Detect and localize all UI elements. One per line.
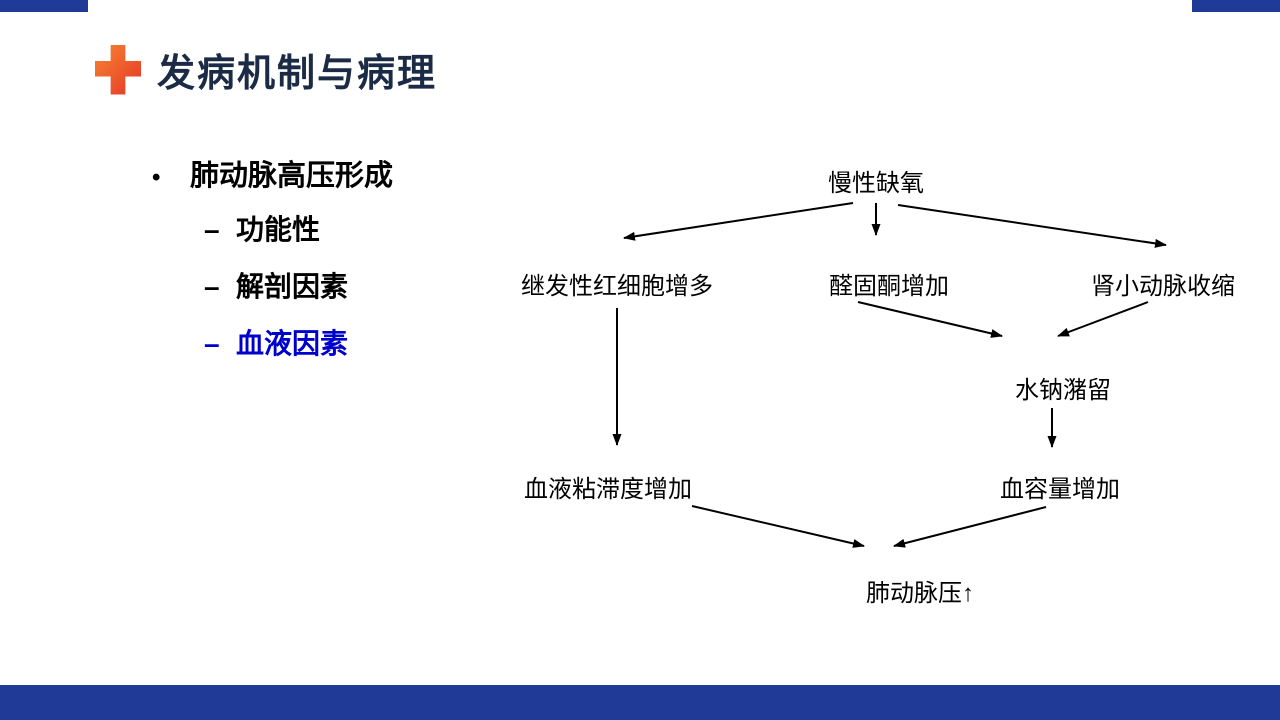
- arrow-hypoxia-to-renal: [897, 204, 1167, 248]
- bullet-text: 功能性: [236, 214, 321, 245]
- bullet-text: 血液因素: [236, 328, 349, 359]
- bullet-marker: •: [152, 164, 161, 191]
- bullet-list: • 肺动脉高压形成 – 功能性 – 解剖因素 – 血液因素: [152, 152, 492, 379]
- bullet-text: 解剖因素: [236, 271, 349, 302]
- arrow-viscosity-to-pa-pressure: [691, 505, 865, 548]
- node-water-sodium-retention: 水钠潴留: [1015, 377, 1111, 404]
- arrow-hypoxia-to-erythrocytosis: [623, 202, 854, 241]
- dash-marker: –: [204, 214, 220, 245]
- bullet-item-anatomical: – 解剖因素: [204, 265, 492, 305]
- arrow-renal-to-water-sodium: [1057, 301, 1149, 337]
- arrow-volume-to-pa-pressure: [893, 506, 1047, 548]
- node-chronic-hypoxia: 慢性缺氧: [828, 170, 924, 197]
- bullet-item-functional: – 功能性: [204, 208, 492, 248]
- slide-title: 发病机制与病理: [157, 53, 438, 95]
- bullet-item-blood-factor: – 血液因素: [204, 322, 492, 362]
- node-erythrocytosis: 继发性红细胞增多: [521, 273, 713, 300]
- node-blood-viscosity: 血液粘滞度增加: [524, 476, 692, 503]
- node-pulmonary-artery-pressure: 肺动脉压↑: [866, 580, 974, 607]
- bullet-item-pulmonary-hypertension: • 肺动脉高压形成: [152, 152, 492, 194]
- top-right-accent-bar: [1192, 0, 1280, 12]
- node-renal-constriction: 肾小动脉收缩: [1091, 273, 1235, 300]
- top-left-accent-bar: [0, 0, 88, 12]
- arrow-aldosterone-to-water-sodium: [857, 301, 1003, 338]
- bullet-text: 肺动脉高压形成: [190, 160, 394, 192]
- dash-marker: –: [204, 271, 220, 302]
- bottom-accent-bar: [0, 685, 1280, 720]
- node-blood-volume: 血容量增加: [1000, 476, 1120, 503]
- dash-marker: –: [204, 328, 220, 359]
- node-aldosterone: 醛固酮增加: [829, 273, 949, 300]
- slide-header: 发病机制与病理: [95, 42, 437, 97]
